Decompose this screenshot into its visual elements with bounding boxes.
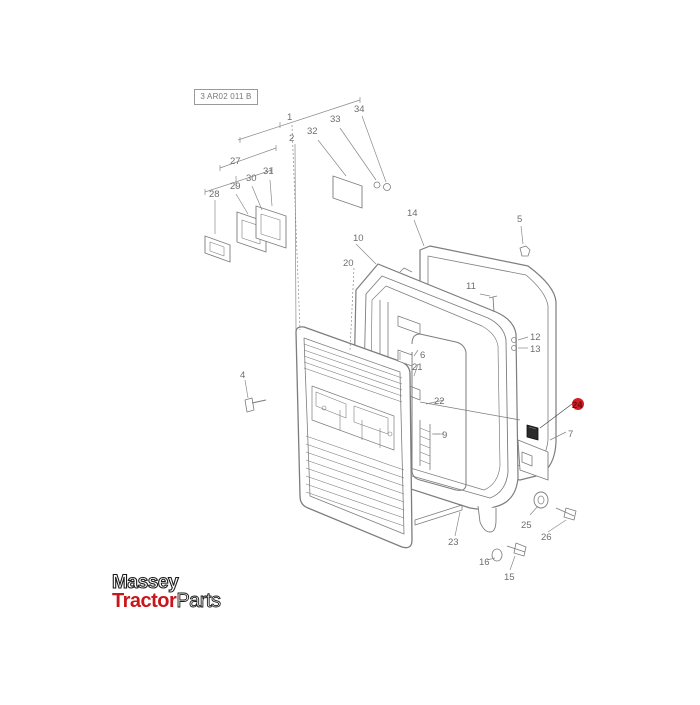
- callout-16: 16: [479, 557, 490, 568]
- callout-11: 11: [466, 281, 476, 292]
- part-31-housing: [255, 205, 287, 249]
- callout-22: 22: [434, 396, 445, 407]
- callout-2: 2: [289, 133, 294, 144]
- callout-30: 30: [246, 173, 257, 184]
- callout-13: 13: [530, 344, 541, 355]
- callout-9: 9: [442, 430, 447, 441]
- callout-33: 33: [330, 114, 341, 125]
- callout-28: 28: [209, 189, 220, 200]
- callout-14: 14: [407, 208, 418, 219]
- callout-25: 25: [521, 520, 532, 531]
- callout-29: 29: [230, 181, 241, 192]
- brand-parts: Parts: [176, 590, 222, 613]
- callout-12: 12: [530, 332, 541, 343]
- callout-labels: 1 2 4 5 6 7 9 10 11 12 13 14 15 16 20 21…: [209, 104, 573, 583]
- callout-7: 7: [568, 429, 573, 440]
- callout-21: 21: [412, 362, 423, 373]
- callout-5: 5: [517, 214, 522, 225]
- callout-34: 34: [354, 104, 365, 115]
- part-7-bracket: [517, 439, 549, 481]
- callout-4: 4: [240, 370, 245, 381]
- part-28-lens: [204, 235, 231, 263]
- brand-line1: Massey: [111, 571, 179, 593]
- callout-31: 31: [263, 166, 274, 177]
- callout-15: 15: [504, 572, 515, 583]
- brand-tractor: Tractor: [112, 590, 177, 612]
- callout-24-highlight: 24: [572, 398, 584, 411]
- part-2-front-panel: [295, 326, 413, 549]
- brand-line2: TractorParts: [112, 590, 221, 613]
- callout-26: 26: [541, 532, 552, 543]
- part-21-frame: [411, 333, 467, 491]
- callout-10: 10: [353, 233, 364, 244]
- callout-27: 27: [230, 156, 241, 167]
- callout-20: 20: [343, 258, 354, 269]
- callout-6: 6: [420, 350, 425, 361]
- part-24-clip: [526, 424, 539, 441]
- callout-24: 24: [572, 400, 583, 411]
- part-32-plate: [332, 175, 363, 209]
- drawing-reference-code: 3 AR02 011 B: [194, 89, 258, 105]
- brand-logo: Massey TractorParts: [111, 571, 252, 616]
- callout-1: 1: [287, 112, 292, 123]
- part-4-bolt: [244, 397, 267, 413]
- callout-32: 32: [307, 126, 318, 137]
- callout-23: 23: [448, 537, 459, 548]
